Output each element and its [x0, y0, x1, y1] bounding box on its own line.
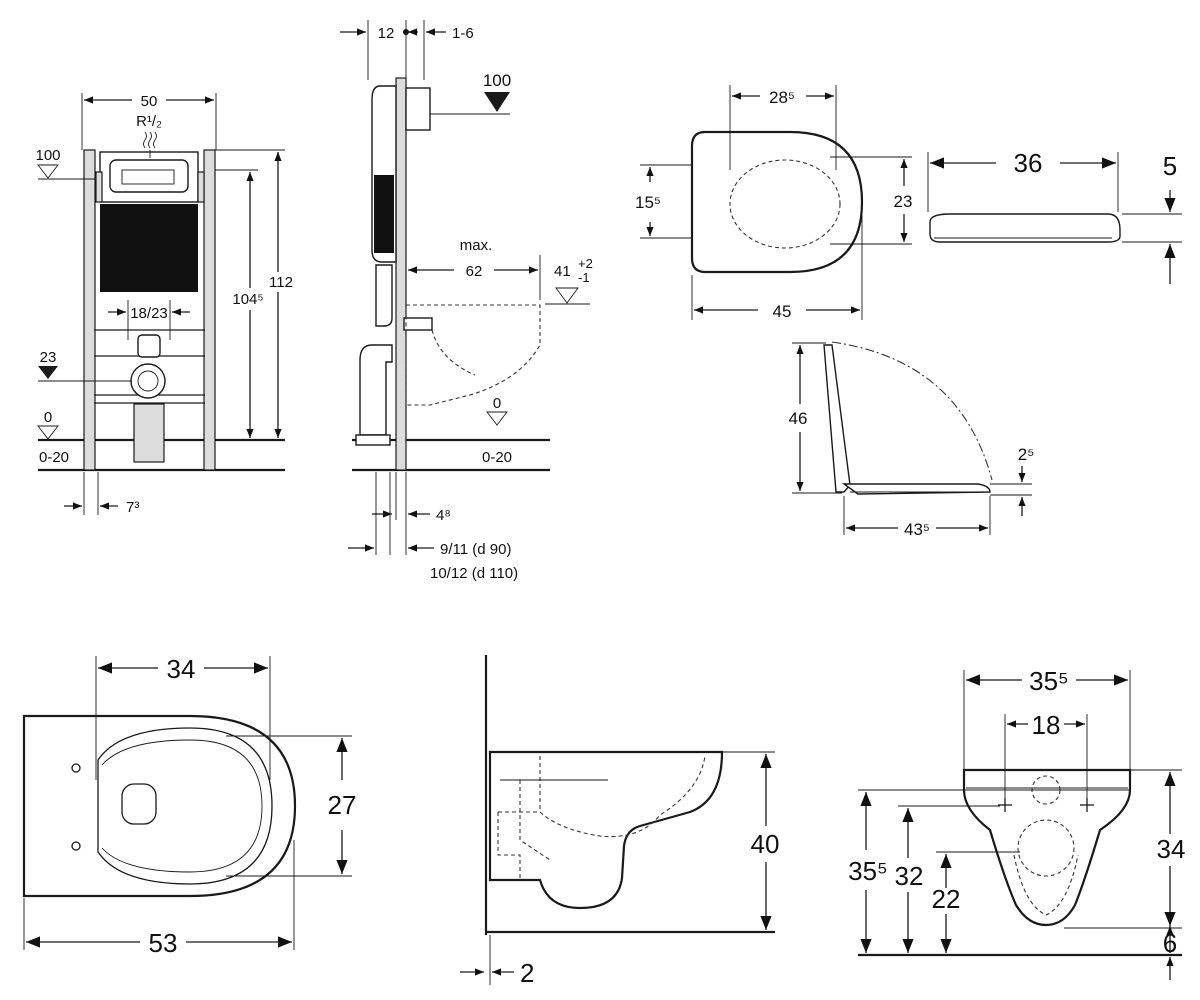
dim-104-5: 104⁵ [232, 291, 263, 308]
level-0-side: 0 [493, 395, 501, 412]
thread-label: R¹/₂ [136, 113, 162, 130]
dim-12: 12 [378, 25, 395, 42]
dim-40: 40 [751, 829, 780, 859]
bowl-front-outline [962, 768, 1132, 927]
dim-10-12: 10/12 (d 110) [430, 565, 518, 582]
dim-35-5-width: 35⁵ [1029, 666, 1069, 696]
bowl-top-view: 34 27 53 [22, 654, 357, 958]
frame-side-view: 12 1-6 100 max. 62 41 +2 -1 0 0-20 4⁸ 9/… [340, 20, 593, 582]
dim-41: 41 [554, 263, 571, 280]
mounting-hole-bottom [71, 841, 81, 851]
dim-34-top: 34 [167, 654, 196, 684]
bowl-rim [97, 727, 273, 885]
outlet-dashed [1017, 819, 1075, 877]
level-100-side: 100 [483, 71, 511, 90]
dim-46: 46 [789, 409, 808, 428]
bowl-top-outline [22, 714, 297, 898]
flush-rim-opening [121, 783, 157, 825]
dim-50: 50 [141, 93, 158, 110]
seat-top-view: 28⁵ 15⁵ 23 45 [635, 85, 912, 321]
dim-62: 62 [466, 263, 483, 280]
dim-5: 5 [1163, 151, 1177, 181]
seat-open-view: 46 2⁵ 43⁵ [789, 341, 1035, 539]
dim-23-seat: 23 [894, 192, 913, 211]
dim-35-5-height: 35⁵ [848, 856, 888, 886]
tol-minus: -1 [578, 270, 590, 285]
dim-27: 27 [328, 790, 357, 820]
level-23: 23 [40, 349, 57, 366]
tol-plus: +2 [578, 256, 593, 271]
dim-22: 22 [932, 884, 961, 914]
dim-34-front: 34 [1157, 834, 1186, 864]
dim-45: 45 [773, 302, 792, 321]
dim-6: 6 [1163, 928, 1177, 958]
flush-button-side [405, 87, 431, 131]
frame-front-view: 50 R¹/₂ 100 104⁵ 112 18/23 23 0 0-20 7³ [35, 93, 297, 516]
opening-arc [831, 341, 993, 481]
drain-pipe [133, 403, 165, 463]
floor-0-20-side: 0-20 [482, 449, 512, 466]
seat-outline [690, 130, 864, 274]
dim-36: 36 [1014, 148, 1043, 178]
dim-28-5: 28⁵ [769, 88, 795, 107]
floor-0-20-front: 0-20 [39, 449, 69, 466]
dim-1-6: 1-6 [452, 25, 474, 42]
right-upright [203, 149, 216, 471]
seat-profile [929, 213, 1121, 243]
dim-9-11: 9/11 (d 90) [440, 541, 511, 558]
bowl-side-outline [488, 750, 724, 910]
dim-32: 32 [895, 861, 924, 891]
bowl-outline-dashed [405, 304, 541, 406]
dim-2: 2 [520, 958, 534, 988]
dim-43-5: 43⁵ [904, 520, 930, 539]
water-inlet [137, 334, 161, 358]
seat-side-view: 36 5 [927, 148, 1182, 284]
cistern [100, 204, 198, 292]
mounting-hole-top [71, 763, 81, 773]
side-upright [395, 77, 407, 471]
bowl-side-view: 40 2 [460, 655, 779, 988]
dim-112: 112 [269, 274, 293, 291]
level-100-front: 100 [35, 147, 60, 164]
seat-opening [729, 159, 841, 249]
dim-2-5: 2⁵ [1018, 445, 1035, 464]
lid-raised [823, 344, 851, 493]
dim-18-front: 18 [1032, 710, 1061, 740]
level-0-front: 0 [44, 409, 52, 426]
dim-18-23: 18/23 [130, 305, 168, 322]
max-label: max. [460, 237, 493, 254]
dim-4-8: 4⁸ [436, 507, 451, 524]
left-upright [83, 149, 96, 471]
drain-outlet [130, 363, 166, 399]
bowl-front-view: 35⁵ 18 34 6 35⁵ 32 22 [848, 666, 1185, 980]
dim-53: 53 [149, 928, 178, 958]
drain-bend [359, 344, 393, 436]
dim-7-3: 7³ [126, 499, 139, 516]
dim-15-5: 15⁵ [635, 193, 661, 212]
